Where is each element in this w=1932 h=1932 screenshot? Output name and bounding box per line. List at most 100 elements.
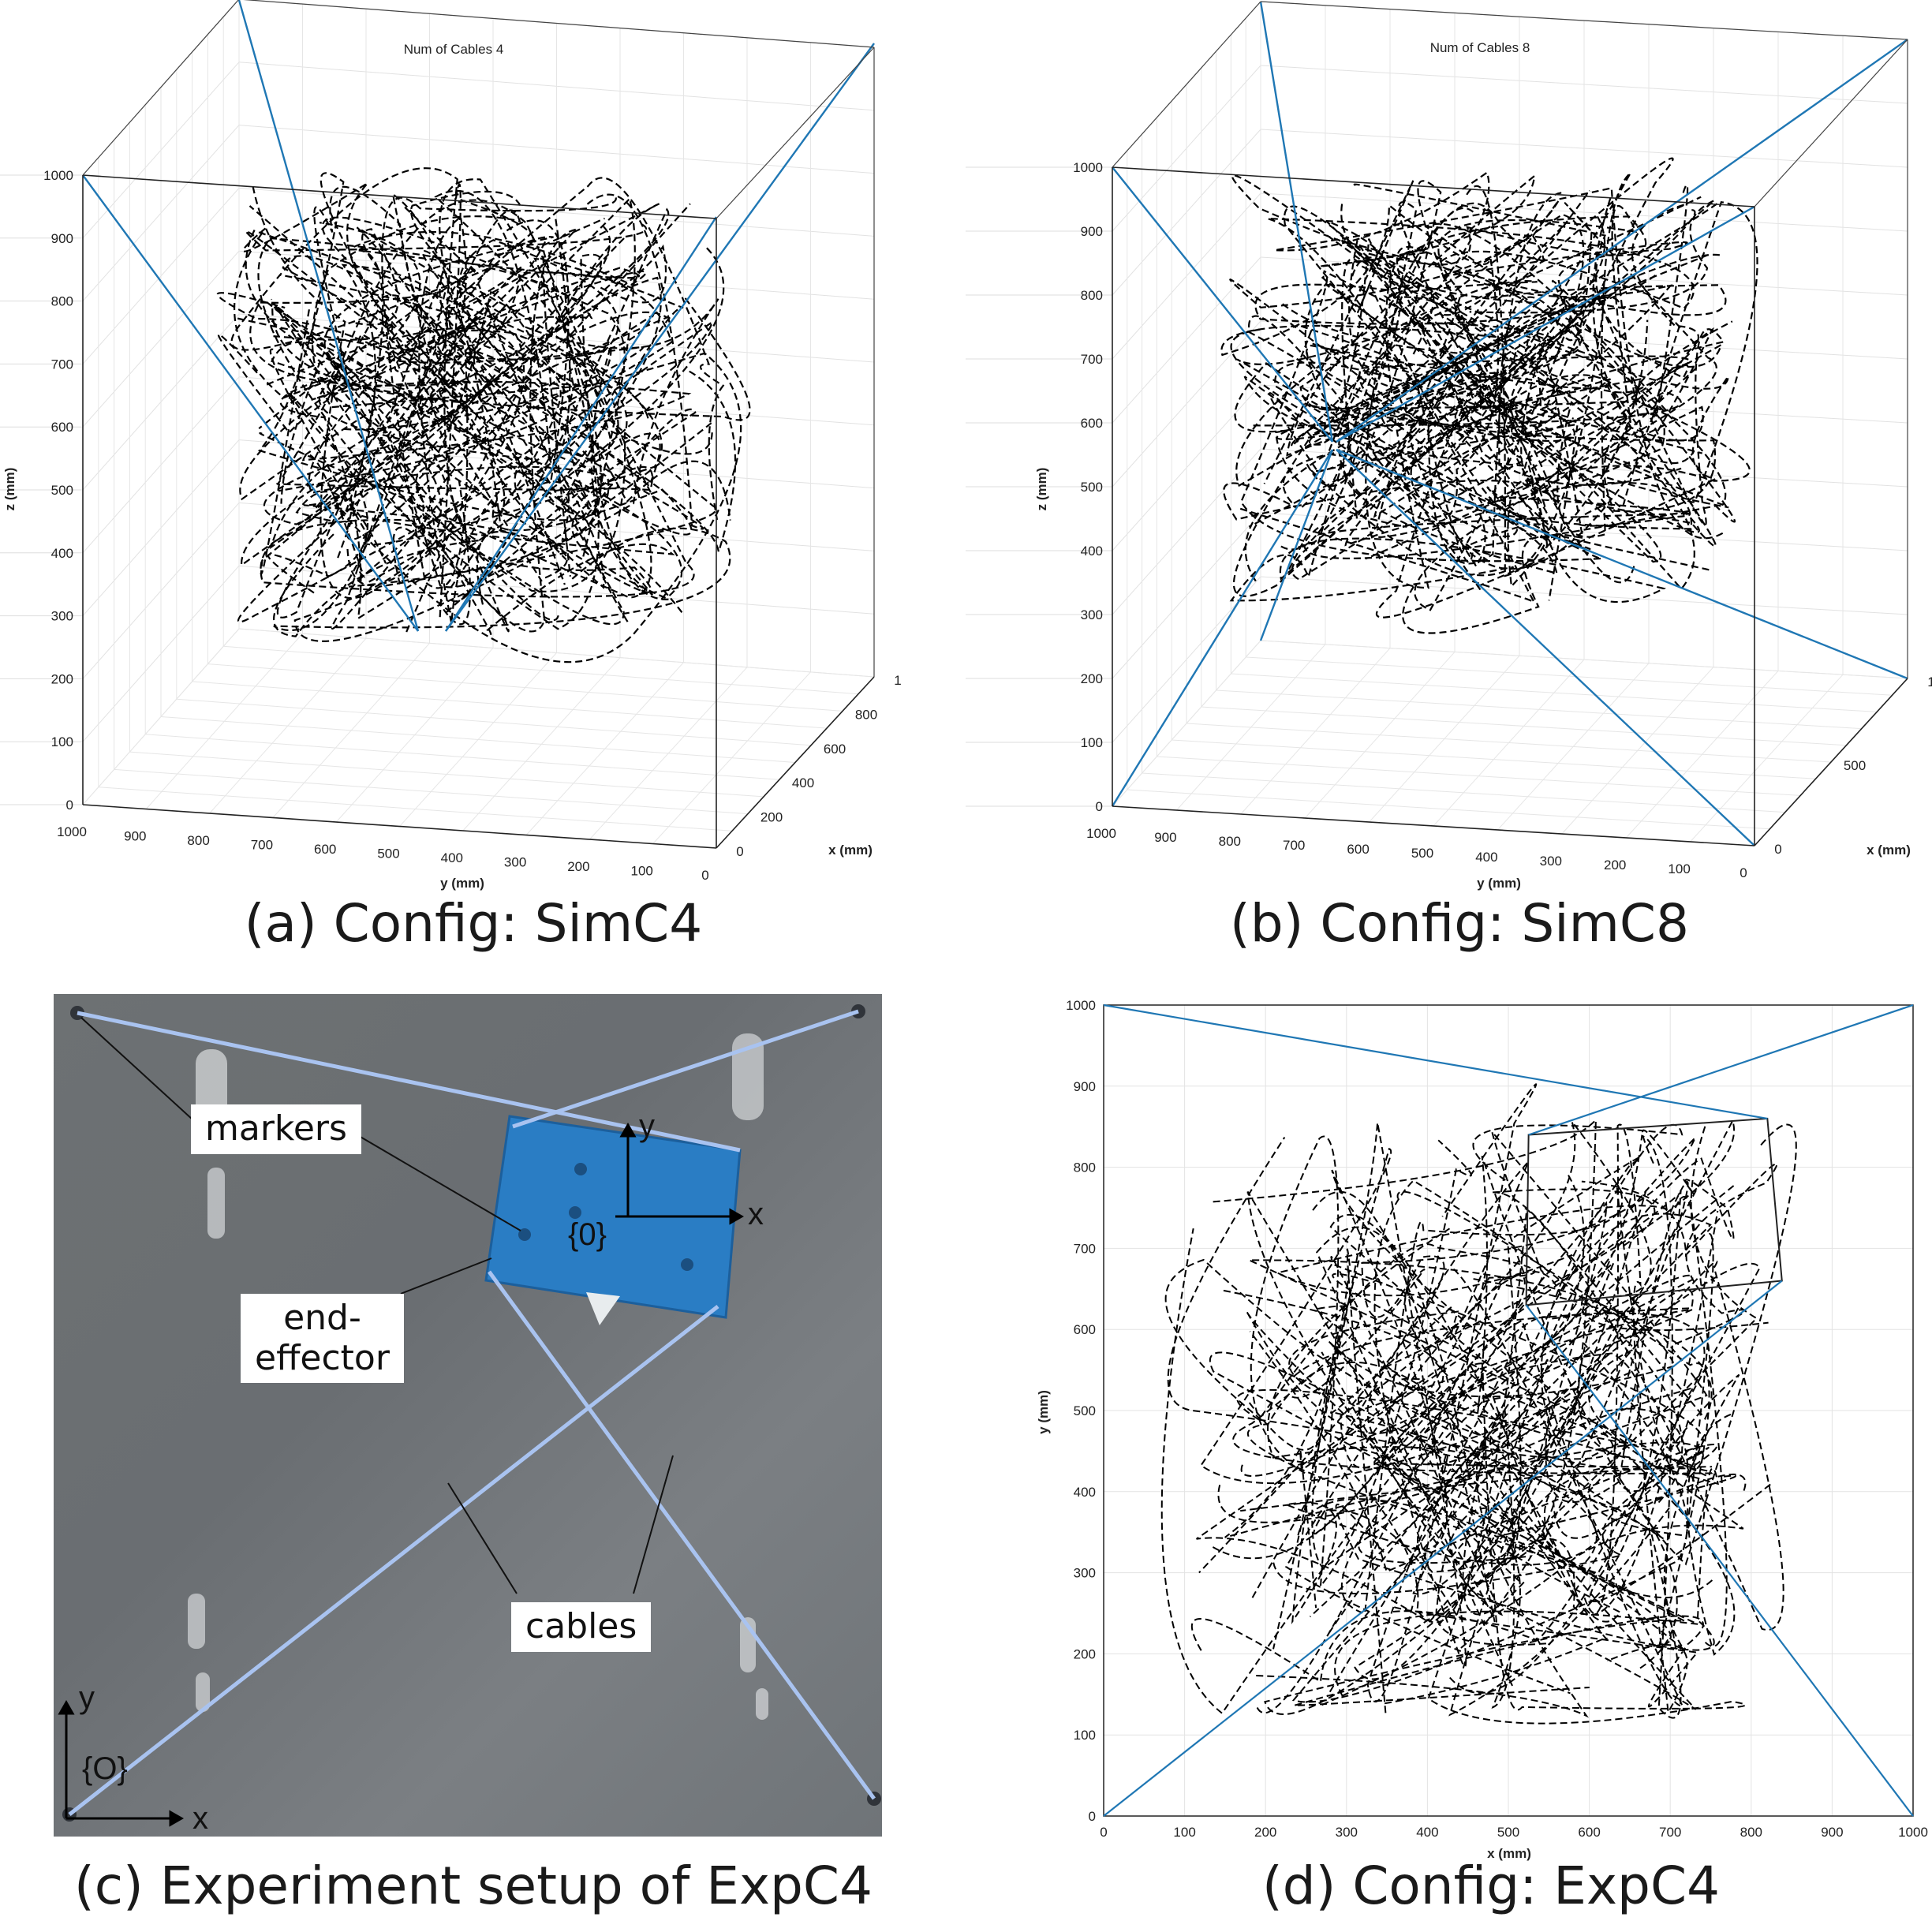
trajectory-path	[1306, 344, 1717, 547]
trajectory-path	[1248, 184, 1758, 528]
grid-line	[1690, 674, 1844, 843]
photo-overlay: x y {0} x y {O}	[58, 1004, 881, 1836]
trajectory-path	[1581, 1163, 1778, 1345]
trajectory-path	[217, 203, 691, 540]
x-tick-label: 700	[1659, 1825, 1681, 1840]
trajectory-path	[266, 298, 719, 642]
y-tick-label: 100	[1074, 1728, 1096, 1743]
cable-line	[1336, 39, 1908, 443]
trajectory-path	[1341, 258, 1559, 522]
trajectory-path	[1272, 1122, 1683, 1668]
label-cables: cables	[511, 1602, 652, 1652]
panel-d-cables	[1103, 1003, 1914, 1817]
trajectory-path	[337, 189, 619, 559]
y-tick-label: 700	[1074, 1241, 1096, 1256]
trajectory-path	[303, 217, 571, 579]
panel-b-zlabel: z (mm)	[1034, 468, 1049, 511]
z-tick-label: 900	[1081, 224, 1103, 239]
y-tick-label: 600	[1074, 1322, 1096, 1337]
y-tick-label: 100	[1668, 861, 1690, 876]
trajectory-path	[249, 289, 731, 631]
label-markers: markers	[191, 1104, 361, 1154]
grid-line	[1246, 656, 1893, 696]
cable-line	[1336, 448, 1908, 680]
trajectory-path	[1223, 449, 1558, 575]
trajectory-path	[1349, 1373, 1771, 1650]
end-effector-plate	[484, 1115, 742, 1319]
trajectory-path	[1190, 1262, 1761, 1683]
ee-marker-4	[681, 1258, 693, 1271]
y-tick-label: 700	[1283, 838, 1305, 853]
label-end-effector: end- effector	[241, 1294, 404, 1384]
z-tick-label: 600	[1081, 416, 1103, 431]
cable-line	[1336, 205, 1755, 443]
x-tick-label: 900	[1821, 1825, 1843, 1840]
y-tick-label: 400	[1475, 850, 1497, 865]
grid-line	[652, 671, 811, 844]
trajectory-path	[1230, 172, 1695, 538]
y-tick-label: 900	[1154, 830, 1176, 845]
x-tick-label: 500	[1844, 758, 1866, 773]
experiment-photo: x y {0} x y {O} markers end- effector ca…	[54, 994, 882, 1837]
y-tick-label: 300	[504, 855, 526, 870]
grid-line	[589, 667, 748, 840]
grid-line	[223, 645, 859, 695]
trajectory-path	[279, 274, 683, 613]
panel-a-zlabel: z (mm)	[2, 468, 17, 511]
z-tick-label: 1000	[43, 168, 73, 183]
y-tick-label: 1000	[1066, 998, 1096, 1013]
z-tick-label: 700	[1081, 352, 1103, 367]
x-tick-label: 300	[1336, 1825, 1358, 1840]
z-tick-label: 1000	[1073, 160, 1103, 175]
trajectory-path	[1164, 1175, 1585, 1453]
axis-line	[82, 804, 717, 849]
trajectory-path	[252, 186, 717, 600]
trajectory-path	[1338, 213, 1704, 611]
origin-frame-y: y	[79, 1680, 95, 1715]
trajectory-path	[391, 192, 670, 600]
x-tick-label: 600	[1578, 1825, 1600, 1840]
z-tick-label: 600	[51, 420, 73, 435]
trajectory-path	[1229, 190, 1590, 602]
trajectory-path	[1235, 202, 1721, 488]
y-tick-label: 600	[1347, 842, 1369, 857]
origin-frame-x: x	[192, 1801, 208, 1836]
trajectory-path	[1443, 374, 1751, 527]
grid-line	[238, 628, 875, 678]
panel-a-caption: (a) Config: SimC4	[244, 893, 703, 954]
x-tick-label: 1000	[1898, 1825, 1928, 1840]
z-tick-label: 100	[51, 734, 73, 749]
z-tick-label: 200	[1081, 671, 1103, 686]
y-tick-label: 600	[314, 842, 336, 857]
trajectory-path	[1267, 1213, 1528, 1477]
trajectory-path	[1274, 170, 1724, 540]
panel-a-cables	[82, 0, 875, 632]
trajectory-path	[1236, 196, 1702, 562]
trajectory-path	[260, 350, 695, 598]
y-tick-label: 100	[631, 864, 653, 879]
trajectory-path	[1284, 205, 1695, 634]
y-tick-label: 800	[187, 833, 209, 848]
panel-a-xlabel: x (mm)	[828, 843, 873, 858]
panel-d-trajectories	[1160, 1083, 1797, 1725]
y-tick-label: 900	[1074, 1079, 1096, 1094]
trajectory-path	[1274, 183, 1689, 519]
trajectory-path	[241, 207, 670, 603]
trajectory-path	[1246, 1190, 1647, 1623]
z-tick-label: 400	[1081, 544, 1103, 559]
axis-line	[716, 676, 875, 849]
trajectory-path	[1435, 1349, 1633, 1646]
trajectory-path	[1328, 1121, 1652, 1634]
trajectory-path	[216, 219, 570, 485]
trajectory-path	[1209, 1325, 1698, 1697]
grid-line	[176, 698, 812, 746]
trajectory-path	[279, 247, 751, 620]
y-tick-label: 800	[1074, 1160, 1096, 1175]
trajectory-path	[1291, 1288, 1694, 1703]
z-tick-label: 200	[51, 671, 73, 686]
trajectory-path	[1224, 1248, 1704, 1714]
